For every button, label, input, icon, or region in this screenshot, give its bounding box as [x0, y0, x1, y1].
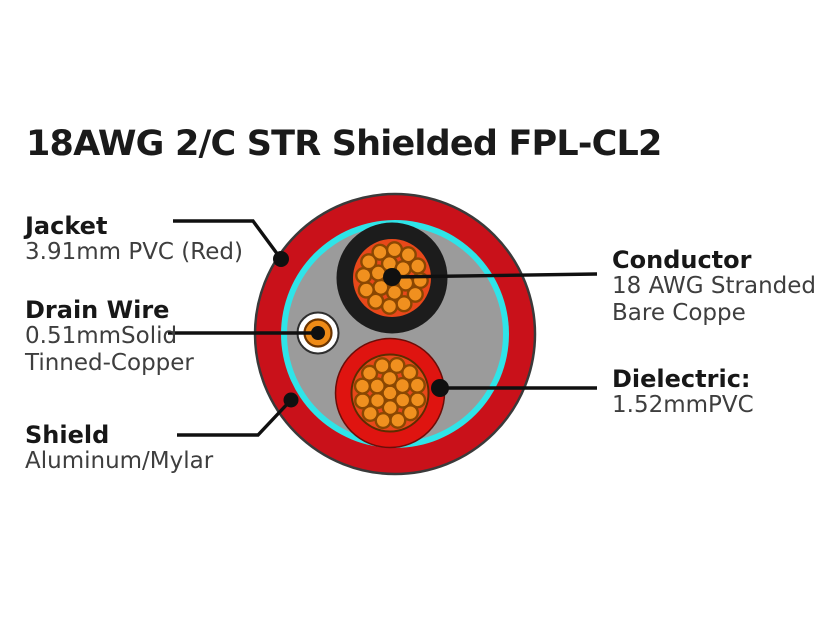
drain-wire-spec-line2: Tinned-Copper [25, 350, 194, 376]
jacket-label: Jacket [25, 212, 108, 240]
conductor-strand [395, 295, 413, 313]
conductor-strand [355, 266, 373, 285]
drain-leader-dot [311, 326, 325, 340]
callout-drain-wire: Drain Wire 0.51mmSolid Tinned-Copper [25, 297, 194, 377]
callout-jacket: Jacket 3.91mm PVC (Red) [25, 213, 243, 266]
conductor-spec-line2: Bare Coppe [612, 300, 746, 326]
callout-shield: Shield Aluminum/Mylar [25, 422, 213, 475]
conductor-strand [409, 257, 427, 275]
dielectric-leader-dot [431, 379, 449, 397]
dielectric-label: Dielectric: [612, 365, 751, 393]
conductor-leader-line [391, 272, 598, 279]
conductor-label: Conductor [612, 246, 752, 274]
conductor-strand [373, 357, 391, 375]
drain-wire-label: Drain Wire [25, 296, 170, 324]
conductor-spec-line1: 18 AWG Stranded [612, 273, 817, 299]
conductor-strand [371, 243, 389, 261]
jacket-spec: 3.91mm PVC (Red) [25, 239, 243, 265]
conductor-strand [401, 363, 419, 382]
conductor-strand [406, 285, 424, 303]
shield-label: Shield [25, 421, 110, 449]
shield-spec: Aluminum/Mylar [25, 448, 214, 474]
conductor-strand [389, 411, 407, 429]
conductor-strand [361, 404, 379, 423]
dielectric-spec: 1.52mmPVC [612, 392, 754, 418]
shield-leader-dot [283, 392, 299, 408]
conductor-strand [385, 241, 404, 259]
conductor-strand [408, 376, 426, 394]
conductor-strand [360, 253, 378, 271]
conductor-strand [360, 364, 379, 382]
callout-conductor: Conductor 18 AWG Stranded Bare Coppe [612, 247, 816, 327]
callout-dielectric: Dielectric: 1.52mmPVC [612, 366, 754, 419]
conductor-strand [401, 404, 420, 422]
conductor-strand [354, 392, 372, 410]
conductor-strand [399, 246, 417, 264]
jacket-leader-dot [273, 251, 289, 267]
strand-group [353, 356, 427, 430]
page-title: 18AWG 2/C STR Shielded FPL-CL2 [26, 124, 662, 164]
drain-wire-spec-line1: 0.51mmSolid [25, 323, 178, 349]
shield-leader-line [177, 398, 293, 437]
conductor-strand [357, 281, 375, 299]
jacket-leader-line [173, 219, 283, 261]
conductor-strand [367, 292, 385, 310]
conductor-leader-dot [383, 268, 401, 286]
conductor-strand [380, 297, 399, 315]
